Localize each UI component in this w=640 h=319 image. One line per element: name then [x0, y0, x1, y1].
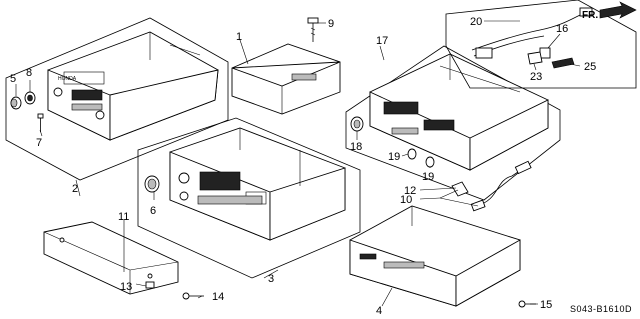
screw-7	[37, 113, 44, 132]
front-arrow	[599, 1, 637, 19]
leader-lines	[15, 20, 581, 307]
callout-14: 14	[212, 291, 224, 303]
harness-20	[471, 7, 593, 59]
radio-unit-4	[349, 205, 521, 307]
bolt-9	[307, 17, 319, 42]
knob-19a	[407, 148, 417, 160]
callout-17: 17	[376, 35, 388, 47]
radio-unit-2: HONDA	[47, 31, 219, 141]
bolt-14	[182, 292, 204, 300]
knob-6	[144, 175, 160, 193]
callout-12: 12	[404, 185, 416, 197]
callout-7: 7	[36, 137, 42, 149]
clip-23	[527, 51, 543, 65]
group-frame-17	[345, 45, 561, 201]
radio-unit-3	[169, 127, 346, 241]
module-1	[231, 43, 341, 115]
callout-19b: 19	[422, 171, 434, 183]
callout-2: 2	[72, 183, 78, 195]
callout-8: 8	[26, 67, 32, 79]
knob-18	[350, 116, 364, 132]
callout-4: 4	[376, 305, 382, 317]
callout-19a: 19	[388, 151, 400, 163]
knob-8	[24, 91, 36, 105]
callout-18: 18	[350, 141, 362, 153]
callout-5: 5	[10, 73, 16, 85]
bracket-11	[43, 221, 179, 295]
callout-1: 1	[236, 31, 242, 43]
callout-10: 10	[400, 194, 412, 206]
callout-15: 15	[540, 299, 552, 311]
callout-23: 23	[530, 71, 542, 83]
brand-label: HONDA	[58, 76, 77, 82]
diagram-code: S043-B1610D	[570, 304, 632, 314]
group-frame-2	[5, 17, 229, 181]
group-frame-3	[137, 117, 361, 279]
group-frame-20	[445, 0, 637, 89]
nut-13	[145, 281, 155, 289]
callout-6: 6	[150, 205, 156, 217]
callout-13: 13	[120, 281, 132, 293]
callout-9: 9	[328, 18, 334, 30]
callout-16: 16	[556, 23, 568, 35]
callout-11: 11	[118, 211, 129, 223]
antenna-cable-10	[470, 160, 532, 212]
clip-12	[451, 181, 469, 197]
knob-5	[10, 96, 22, 110]
callout-25: 25	[584, 61, 596, 73]
clip-25	[551, 57, 575, 69]
callout-20: 20	[470, 16, 482, 28]
front-label: FR.	[582, 10, 598, 21]
knob-19b	[425, 156, 435, 168]
callout-3: 3	[268, 273, 274, 285]
radio-unit-17	[369, 53, 549, 171]
